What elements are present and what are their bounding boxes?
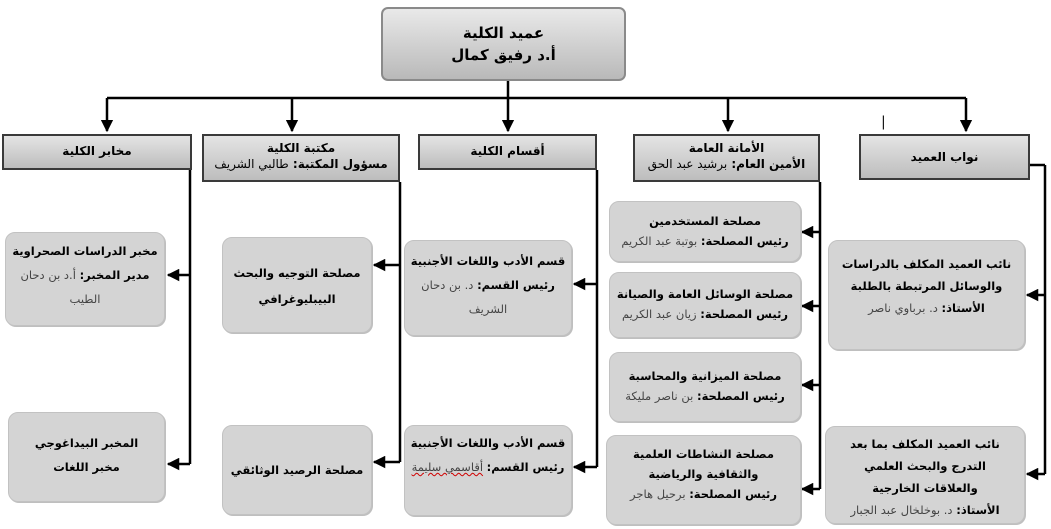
lab-manager-name: أ.د بن دحان الطيب — [20, 268, 101, 306]
header-library: مكتبة الكلية مسؤول المكتبة: طالبي الشريف — [202, 134, 400, 182]
vice-dean-title: نائب العميد المكلف بالدراسات والوسائل ال… — [841, 257, 1012, 293]
vice-dean-key: الأستاذ: — [956, 503, 1000, 517]
header-library-name: طالبي الشريف — [214, 157, 289, 171]
service-card: مصلحة الوسائل العامة والصيانة رئيس المصل… — [609, 272, 801, 338]
lab-title: المخبر البيداغوجي — [34, 436, 139, 450]
service-head-key: رئيس المصلحة: — [700, 307, 789, 321]
header-secretariat-manager: الأمين العام: برشيد عبد الحق — [635, 156, 818, 172]
service-title: مصلحة النشاطات العلمية والثقافية والرياض… — [633, 447, 774, 481]
department-title: قسم الأدب واللغات الأجنبية — [410, 436, 566, 450]
service-title: مصلحة المستخدمين — [649, 214, 761, 228]
header-departments: أقسام الكلية — [418, 134, 597, 170]
service-head-name: بوتبة عبد الكريم — [621, 234, 698, 248]
department-head: رئيس القسم: أقاسمي سليمة — [405, 455, 571, 479]
service-head-key: رئيس المصلحة: — [689, 487, 777, 501]
vice-dean-name: د. بوخلخال عبد الجبار — [850, 503, 953, 517]
vice-dean-person: الأستاذ: د. برباوي ناصر — [841, 297, 1012, 319]
header-library-key: مسؤول المكتبة: — [292, 157, 388, 171]
vice-dean-title: نائب العميد المكلف بما بعد التدرج والبحث… — [850, 437, 1000, 495]
header-secretariat-title: الأمانة العامة — [688, 141, 765, 155]
library-card: مصلحة الرصيد الوثائقي — [222, 425, 372, 515]
lab-manager-key: مدير المخبر: — [79, 268, 150, 282]
department-head-key: رئيس القسم: — [486, 460, 565, 474]
header-secretariat-key: الأمين العام: — [731, 157, 806, 171]
service-head: رئيس المصلحة: بوتبة عبد الكريم — [610, 231, 800, 251]
header-departments-label: أقسام الكلية — [470, 144, 545, 158]
header-library-manager: مسؤول المكتبة: طالبي الشريف — [204, 156, 398, 172]
service-title: مصلحة الوسائل العامة والصيانة — [616, 287, 794, 301]
service-head-name: برحيل هاجر — [630, 487, 686, 501]
header-library-title: مكتبة الكلية — [266, 141, 336, 155]
lab-card: المخبر البيداغوجي مخبر اللغات — [8, 412, 165, 502]
department-head: رئيس القسم: د. بن دحان الشريف — [405, 273, 571, 321]
department-title: قسم الأدب واللغات الأجنبية — [410, 254, 566, 268]
lab-card: مخبر الدراسات الصحراوية مدير المخبر: أ.د… — [5, 232, 165, 326]
library-card-title: مصلحة التوجيه والبحث البيبليوغرافي — [233, 266, 361, 306]
dean-box: عميد الكلية أ.د رفيق كمال — [381, 7, 626, 81]
header-secretariat-name: برشيد عبد الحق — [647, 157, 728, 171]
stray-mark: | — [881, 114, 886, 130]
header-vice-deans-label: نواب العميد — [910, 150, 979, 164]
department-head-name: د. بن دحان الشريف — [421, 278, 508, 316]
lab-title: مخبر الدراسات الصحراوية — [12, 244, 158, 258]
service-card: مصلحة الميزانية والمحاسبة رئيس المصلحة: … — [609, 352, 801, 422]
header-vice-deans: نواب العميد — [859, 134, 1030, 180]
header-secretariat: الأمانة العامة الأمين العام: برشيد عبد ا… — [633, 134, 820, 182]
service-title: مصلحة الميزانية والمحاسبة — [628, 369, 782, 383]
vice-dean-name: د. برباوي ناصر — [868, 301, 938, 315]
service-card: مصلحة النشاطات العلمية والثقافية والرياض… — [606, 435, 801, 525]
lab-subtitle: مخبر اللغات — [53, 460, 120, 474]
vice-dean-key: الأستاذ: — [941, 301, 985, 315]
service-head: رئيس المصلحة: بن ناصر مليكة — [610, 386, 800, 406]
vice-dean-card: نائب العميد المكلف بما بعد التدرج والبحث… — [825, 426, 1025, 524]
service-head-key: رئيس المصلحة: — [700, 234, 789, 248]
department-card: قسم الأدب واللغات الأجنبية رئيس القسم: أ… — [404, 425, 572, 516]
library-card: مصلحة التوجيه والبحث البيبليوغرافي — [222, 237, 372, 333]
header-labs: مخابر الكلية — [2, 134, 192, 170]
service-head-key: رئيس المصلحة: — [696, 389, 785, 403]
dean-title: عميد الكلية — [462, 24, 545, 42]
service-head: رئيس المصلحة: زيان عبد الكريم — [610, 304, 800, 324]
service-card: مصلحة المستخدمين رئيس المصلحة: بوتبة عبد… — [609, 201, 801, 262]
vice-dean-person: الأستاذ: د. بوخلخال عبد الجبار — [836, 499, 1014, 521]
department-head-key: رئيس القسم: — [477, 278, 555, 292]
lab-manager: مدير المخبر: أ.د بن دحان الطيب — [6, 263, 164, 311]
service-head-name: بن ناصر مليكة — [625, 389, 694, 403]
service-head: رئيس المصلحة: برحيل هاجر — [617, 484, 790, 504]
vice-dean-card: نائب العميد المكلف بالدراسات والوسائل ال… — [828, 240, 1025, 350]
dean-name: أ.د رفيق كمال — [451, 46, 556, 64]
department-head-name: أقاسمي سليمة — [411, 460, 484, 474]
department-card: قسم الأدب واللغات الأجنبية رئيس القسم: د… — [404, 240, 572, 336]
service-head-name: زيان عبد الكريم — [621, 307, 697, 321]
header-labs-label: مخابر الكلية — [62, 144, 132, 158]
library-card-title: مصلحة الرصيد الوثائقي — [230, 463, 364, 477]
